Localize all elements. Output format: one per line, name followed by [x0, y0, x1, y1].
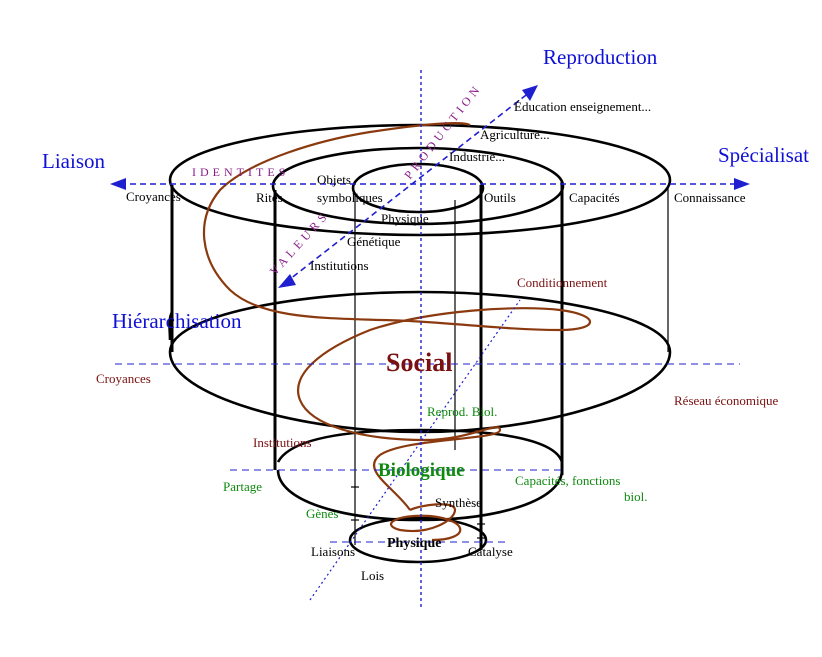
- label-outils: Outils: [484, 190, 516, 205]
- label-genetique: Génétique: [347, 234, 401, 249]
- label-symboliques: symboliques: [317, 190, 383, 205]
- evolution-spiral: [202, 122, 592, 542]
- label-connaissance: Connaissance: [674, 190, 746, 205]
- phys-ring: [348, 516, 488, 564]
- level-social: Social: [386, 348, 452, 377]
- axis-diagonal: [284, 91, 531, 284]
- axis-dotted-diagonal: [309, 299, 521, 601]
- label-croyances-top: Croyances: [126, 189, 181, 204]
- label-capacites-fonctions: Capacités, fonctions: [515, 473, 620, 488]
- label-institutions-top: Institutions: [310, 258, 369, 273]
- label-reseau: Réseau économique: [674, 393, 779, 408]
- label-biol: biol.: [624, 489, 647, 504]
- axis-label-liaison: Liaison: [42, 149, 105, 173]
- label-agriculture: Agriculture...: [480, 127, 550, 142]
- social-outer-ring-back: [168, 290, 672, 353]
- label-industrie: Industrie...: [449, 149, 505, 164]
- label-croyances-mid: Croyances: [96, 371, 151, 386]
- axis-arrow-right: [734, 178, 750, 190]
- label-education: Éducation enseignement...: [514, 99, 651, 114]
- axis-arrow-up: [522, 85, 538, 101]
- label-institutions-mid: Institutions: [253, 435, 312, 450]
- bio-ring-front: [276, 469, 564, 522]
- label-lois: Lois: [361, 568, 384, 583]
- label-partage: Partage: [223, 479, 262, 494]
- label-liaisons: Liaisons: [311, 544, 355, 559]
- level-physique: Physique: [387, 536, 441, 551]
- axis-label-reproduction: Reproduction: [543, 45, 658, 69]
- label-reprod-biol: Reprod. Biol.: [427, 404, 497, 419]
- label-capacites: Capacités: [569, 190, 620, 205]
- bio-ring-back: [276, 428, 564, 463]
- social-inner-ring-top: [351, 162, 485, 214]
- axis-label-specialisation: Spécialisat: [718, 143, 809, 167]
- label-physique-small: Physique: [381, 211, 429, 226]
- axis-arrow-left: [110, 178, 126, 190]
- label-conditionnement: Conditionnement: [517, 275, 608, 290]
- label-objets: Objets: [317, 172, 351, 187]
- level-biologique: Biologique: [378, 460, 465, 481]
- label-identites: IDENTITES: [192, 165, 289, 179]
- label-genes: Gènes: [306, 506, 339, 521]
- axis-arrow-down: [278, 274, 296, 288]
- axis-label-hierarchisation: Hiérarchisation: [112, 309, 242, 333]
- social-outer-ring-bottom: [168, 351, 672, 434]
- label-rites: Rites: [256, 190, 283, 205]
- label-synthese: Synthèse: [435, 495, 482, 510]
- label-catalyse: Catalyse: [468, 544, 513, 559]
